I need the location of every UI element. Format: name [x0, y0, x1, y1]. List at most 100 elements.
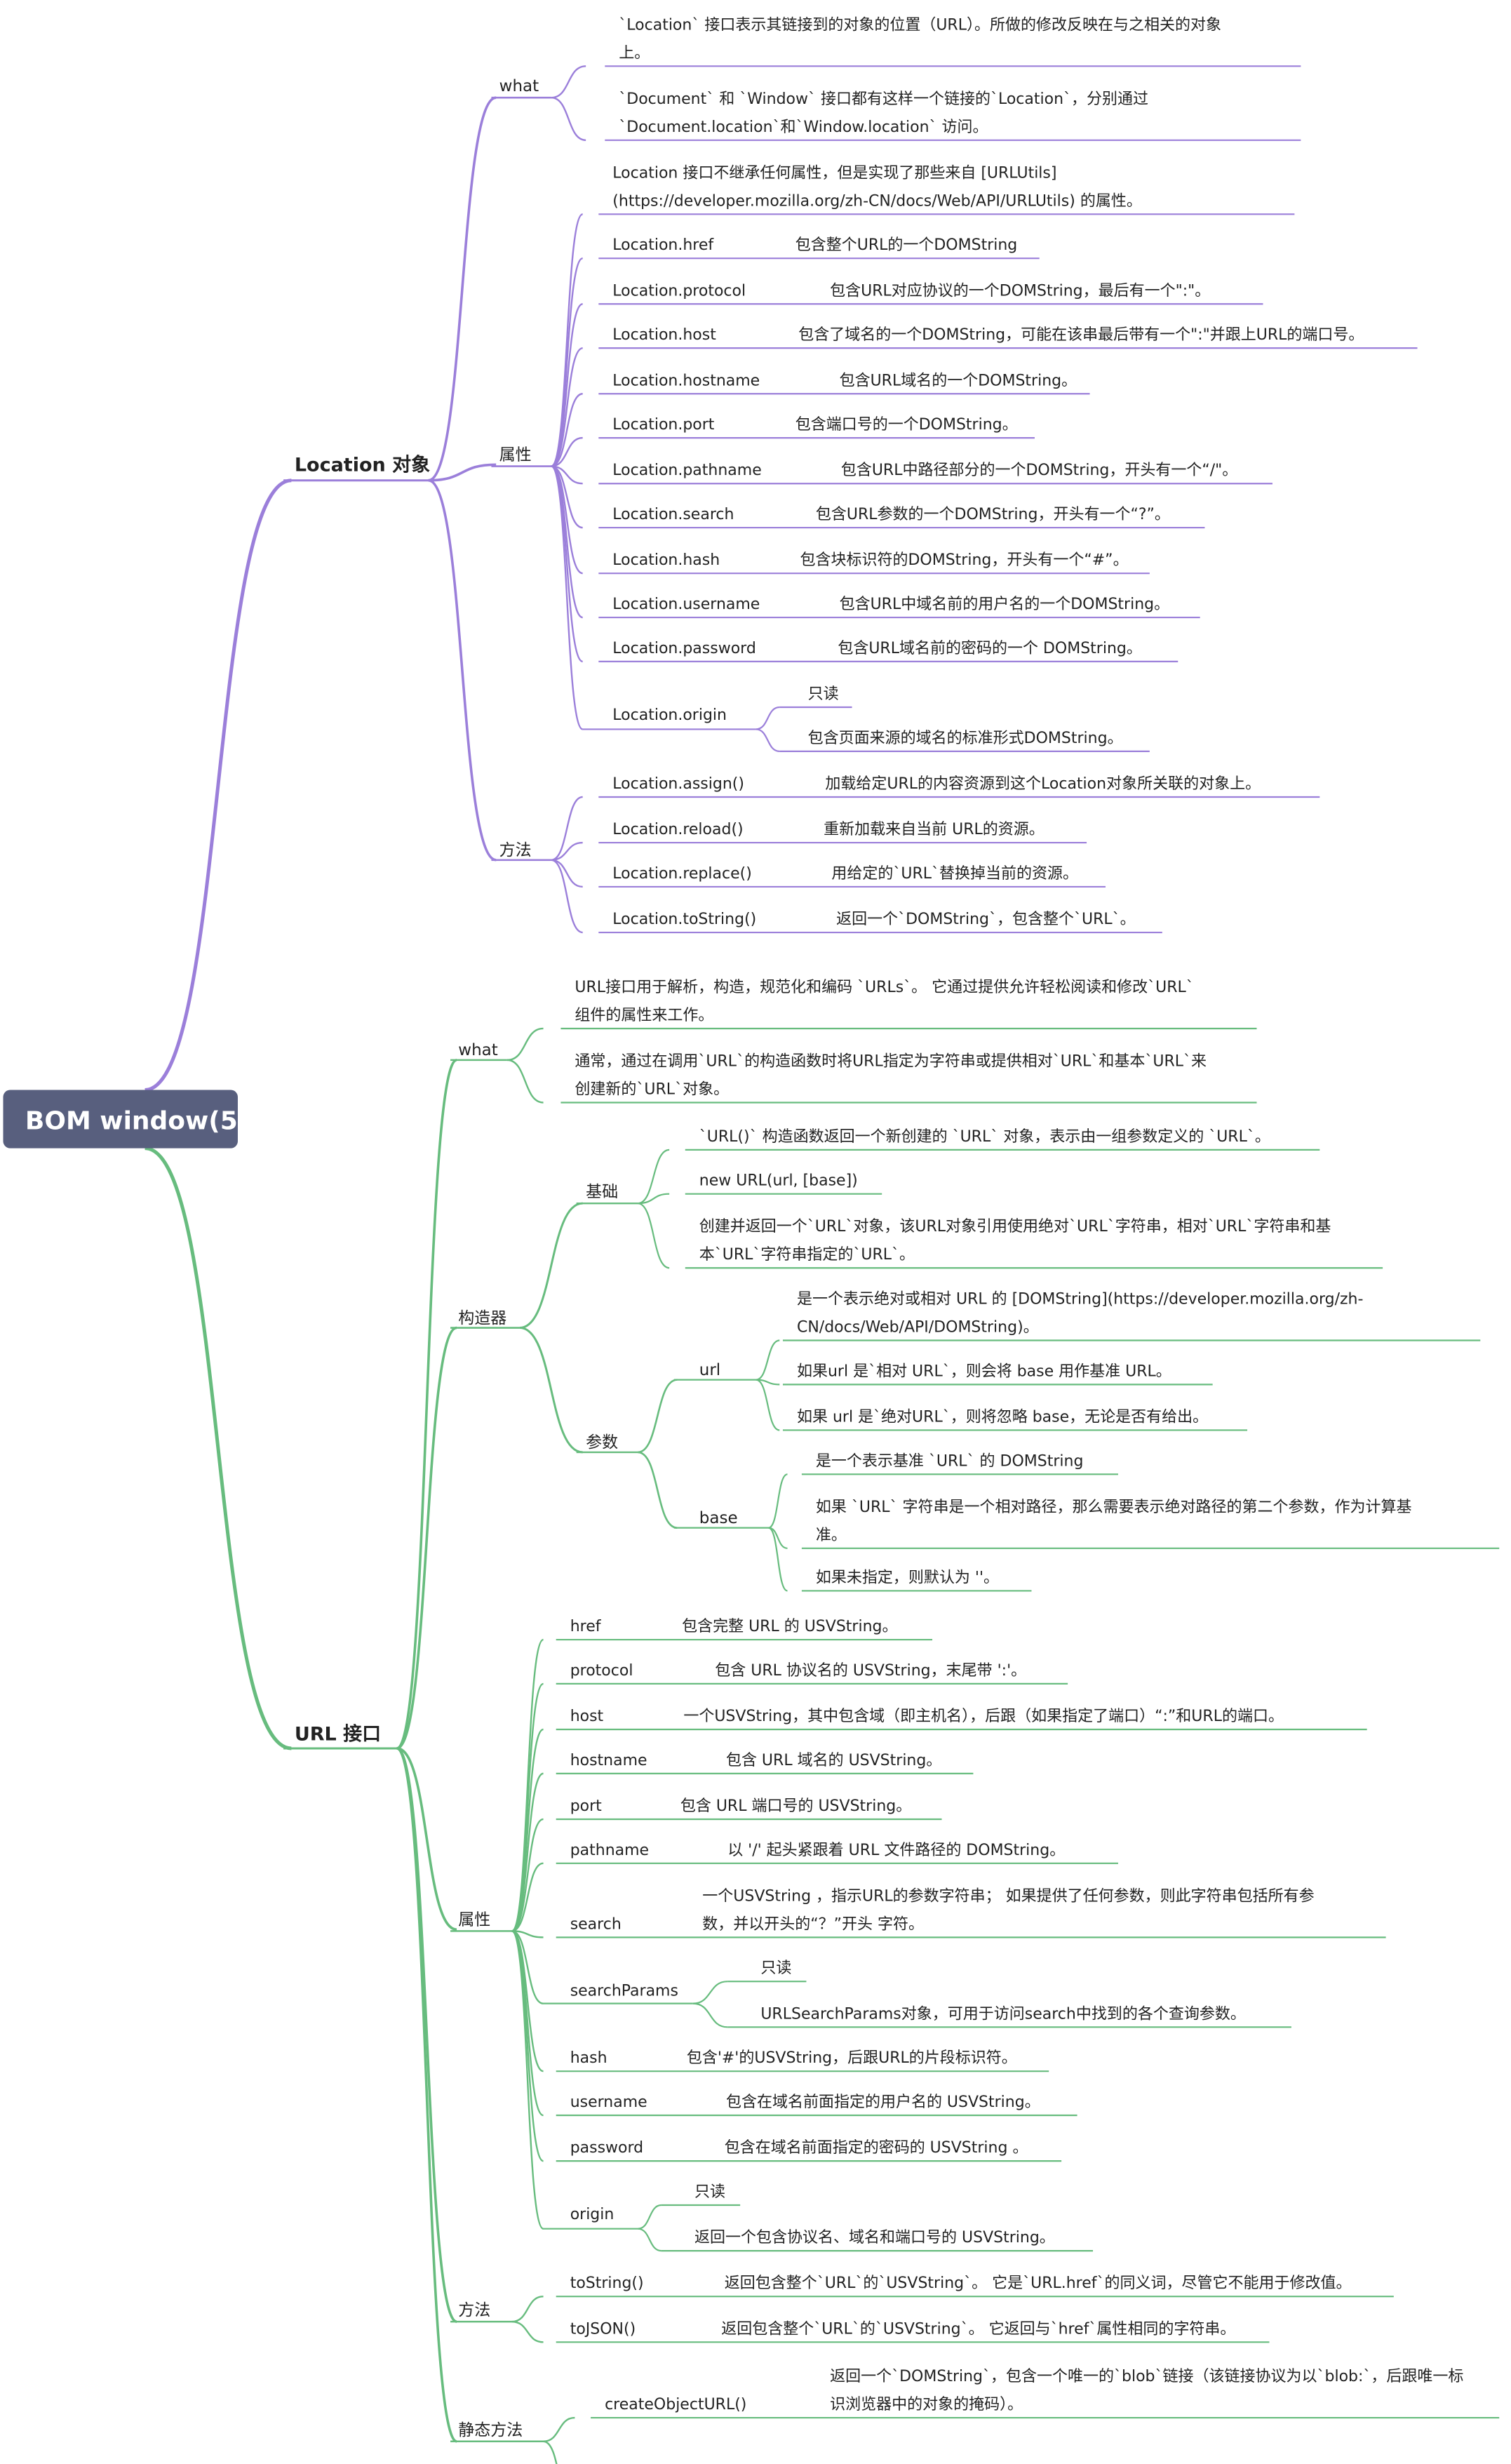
branch-connector	[551, 465, 584, 730]
branch-connector	[637, 1203, 670, 1269]
location-method-key: Location.reload()	[612, 821, 743, 838]
branch-connector	[543, 2440, 558, 2464]
url-ctor-basic-item: new URL(url, [base])	[699, 1172, 858, 1190]
branch-connector	[551, 65, 586, 99]
location-props-intro: Location 接口不继承任何属性，但是实现了那些来自 [URLUtils]	[612, 164, 1056, 182]
location-method-value: 用给定的`URL`替换掉当前的资源。	[831, 865, 1078, 883]
location-prop-value: 包含URL中路径部分的一个DOMString，开头有一个“/"。	[841, 462, 1237, 479]
root-label: BOM window(5)	[25, 1107, 249, 1136]
url-prop-key: protocol	[570, 1662, 633, 1680]
branch-connector	[638, 2204, 662, 2230]
branch-connector	[756, 1339, 780, 1381]
branch-connector	[692, 1981, 728, 2004]
branch-connector	[551, 257, 584, 467]
url-static-value: 识浏览器中的对象的掩码）。	[830, 2396, 1023, 2413]
url-prop-key: pathname	[570, 1842, 649, 1859]
url-param-base-item: 如果 `URL` 字符串是一个相对路径，那么需要表示绝对路径的第二个参数，作为计…	[816, 1499, 1412, 1516]
url-ctor-basic-item: 创建并返回一个`URL`对象，该URL对象引用使用绝对`URL`字符串，相对`U…	[699, 1218, 1331, 1236]
url-props-label: 属性	[458, 1910, 490, 1929]
location-prop-value: 包含URL域名的一个DOMString。	[840, 372, 1077, 389]
branch-connector	[396, 1747, 457, 2443]
url-prop-value: 包含'#'的USVString，后跟URL的片段标识符。	[687, 2049, 1017, 2067]
url-origin-sub: 返回一个包含协议名、域名和端口号的 USVString。	[694, 2229, 1055, 2247]
url-prop-value: 一个USVString，其中包含域（即主机名），后跟（如果指定了端口）“:”和U…	[683, 1708, 1284, 1725]
branch-connector	[551, 303, 584, 467]
branch-connector	[692, 2002, 728, 2028]
branch-connector	[428, 478, 497, 862]
location-origin-sub: 包含页面来源的域名的标准形式DOMString。	[808, 730, 1123, 747]
branch-connector	[551, 796, 583, 861]
location-props-intro: (https://developer.mozilla.org/zh-CN/doc…	[612, 192, 1142, 210]
url-param-url-item: CN/docs/Web/API/DOMString)。	[797, 1318, 1039, 1336]
location-methods-label: 方法	[499, 841, 532, 859]
branch-connector	[428, 463, 497, 482]
branch-connector	[145, 1146, 292, 1750]
branch-connector	[551, 96, 586, 142]
branch-connector	[519, 1327, 583, 1454]
location-prop-key: Location.protocol	[612, 282, 746, 300]
url-prop-value: 包含在域名前面指定的用户名的 USVString。	[726, 2094, 1040, 2111]
url-prop-key: username	[570, 2094, 647, 2111]
branch-connector	[638, 1149, 670, 1205]
url-searchparams-sub: 只读	[760, 1960, 791, 1977]
url-prop-key: hash	[570, 2049, 607, 2067]
location-prop-key: Location.pathname	[612, 462, 761, 479]
url-prop-key: hostname	[570, 1752, 647, 1769]
location-prop-key: Location.href	[612, 236, 714, 254]
branch-connector	[511, 1638, 544, 1932]
url-origin-sub: 只读	[694, 2183, 725, 2201]
url-prop-key: password	[570, 2139, 643, 2157]
location-prop-value: 包含URL对应协议的一个DOMString，最后有一个":"。	[830, 282, 1210, 300]
branch-connector	[396, 1326, 457, 1750]
location-prop-value: 包含了域名的一个DOMString，可能在该串最后带有一个":"并跟上URL的端…	[798, 326, 1364, 344]
branch-connector	[756, 1379, 780, 1431]
url-prop-value: 包含 URL 协议名的 USVString，末尾带 ':'。	[715, 1662, 1026, 1680]
branch-connector	[511, 1862, 544, 1932]
location-origin-key: Location.origin	[612, 707, 727, 724]
branch-connector	[145, 478, 292, 1092]
url-prop-key: host	[570, 1708, 604, 1725]
url-prop-value: 以 '/' 起头紧跟着 URL 文件路径的 DOMString。	[727, 1842, 1065, 1859]
url-methods-label: 方法	[458, 2301, 490, 2319]
branch-connector	[428, 96, 497, 482]
branch-connector	[543, 2416, 575, 2442]
url-param-url-item: 是一个表示绝对或相对 URL 的 [DOMString](https://dev…	[797, 1290, 1363, 1308]
branch-connector	[396, 1059, 457, 1750]
root-node[interactable]: BOM window(5)	[3, 1090, 249, 1149]
url-prop-value: 数，并以开头的“？”开头 字符。	[702, 1915, 924, 1933]
branch-connector	[551, 393, 583, 467]
location-prop-key: Location.hostname	[612, 372, 760, 389]
url-label: URL 接口	[295, 1724, 381, 1746]
url-prop-key: href	[570, 1618, 602, 1635]
location-method-value: 加载给定URL的内容资源到这个Location对象所关联的对象上。	[825, 775, 1261, 793]
branch-connector	[506, 1059, 544, 1104]
location-what-item: `Document.location`和`Window.location` 访问…	[619, 119, 988, 136]
branch-connector	[511, 1772, 544, 1932]
url-searchparams-sub: URLSearchParams对象，可用于访问search中找到的各个查询参数。	[760, 2005, 1246, 2023]
url-param-url-label: url	[699, 1361, 720, 1379]
branch-connector	[551, 859, 583, 934]
url-param-base-item: 准。	[816, 1527, 847, 1544]
url-what-label: what	[458, 1041, 498, 1059]
location-prop-key: Location.search	[612, 506, 734, 523]
url-param-base-item: 如果未指定，则默认为 ''。	[816, 1569, 999, 1586]
url-searchparams-key: searchParams	[570, 1982, 678, 2000]
location-method-key: Location.replace()	[612, 865, 751, 883]
location-method-key: Location.toString()	[612, 911, 756, 928]
branch-connector	[756, 728, 780, 752]
location-prop-key: Location.username	[612, 596, 760, 613]
branch-connector	[551, 859, 583, 888]
location-what-label: what	[499, 77, 539, 95]
branch-connector	[551, 347, 584, 467]
url-prop-value: 包含 URL 端口号的 USVString。	[680, 1797, 911, 1815]
location-what-item: `Location` 接口表示其链接到的对象的位置（URL）。所做的修改反映在与…	[619, 16, 1221, 34]
url-static-label: 静态方法	[458, 2421, 523, 2439]
url-what-item: 组件的属性来工作。	[575, 1007, 713, 1024]
location-label: Location 对象	[295, 453, 430, 476]
branch-connector	[396, 1747, 457, 1931]
location-prop-key: Location.hash	[612, 551, 720, 569]
location-prop-value: 包含块标识符的DOMString，开头有一个“#”。	[800, 551, 1128, 569]
location-prop-value: 包含URL中域名前的用户名的一个DOMString。	[840, 596, 1170, 613]
url-what-item: URL接口用于解析，构造，规范化和编码 `URLs`。 它通过提供允许轻松阅读和…	[575, 979, 1193, 996]
